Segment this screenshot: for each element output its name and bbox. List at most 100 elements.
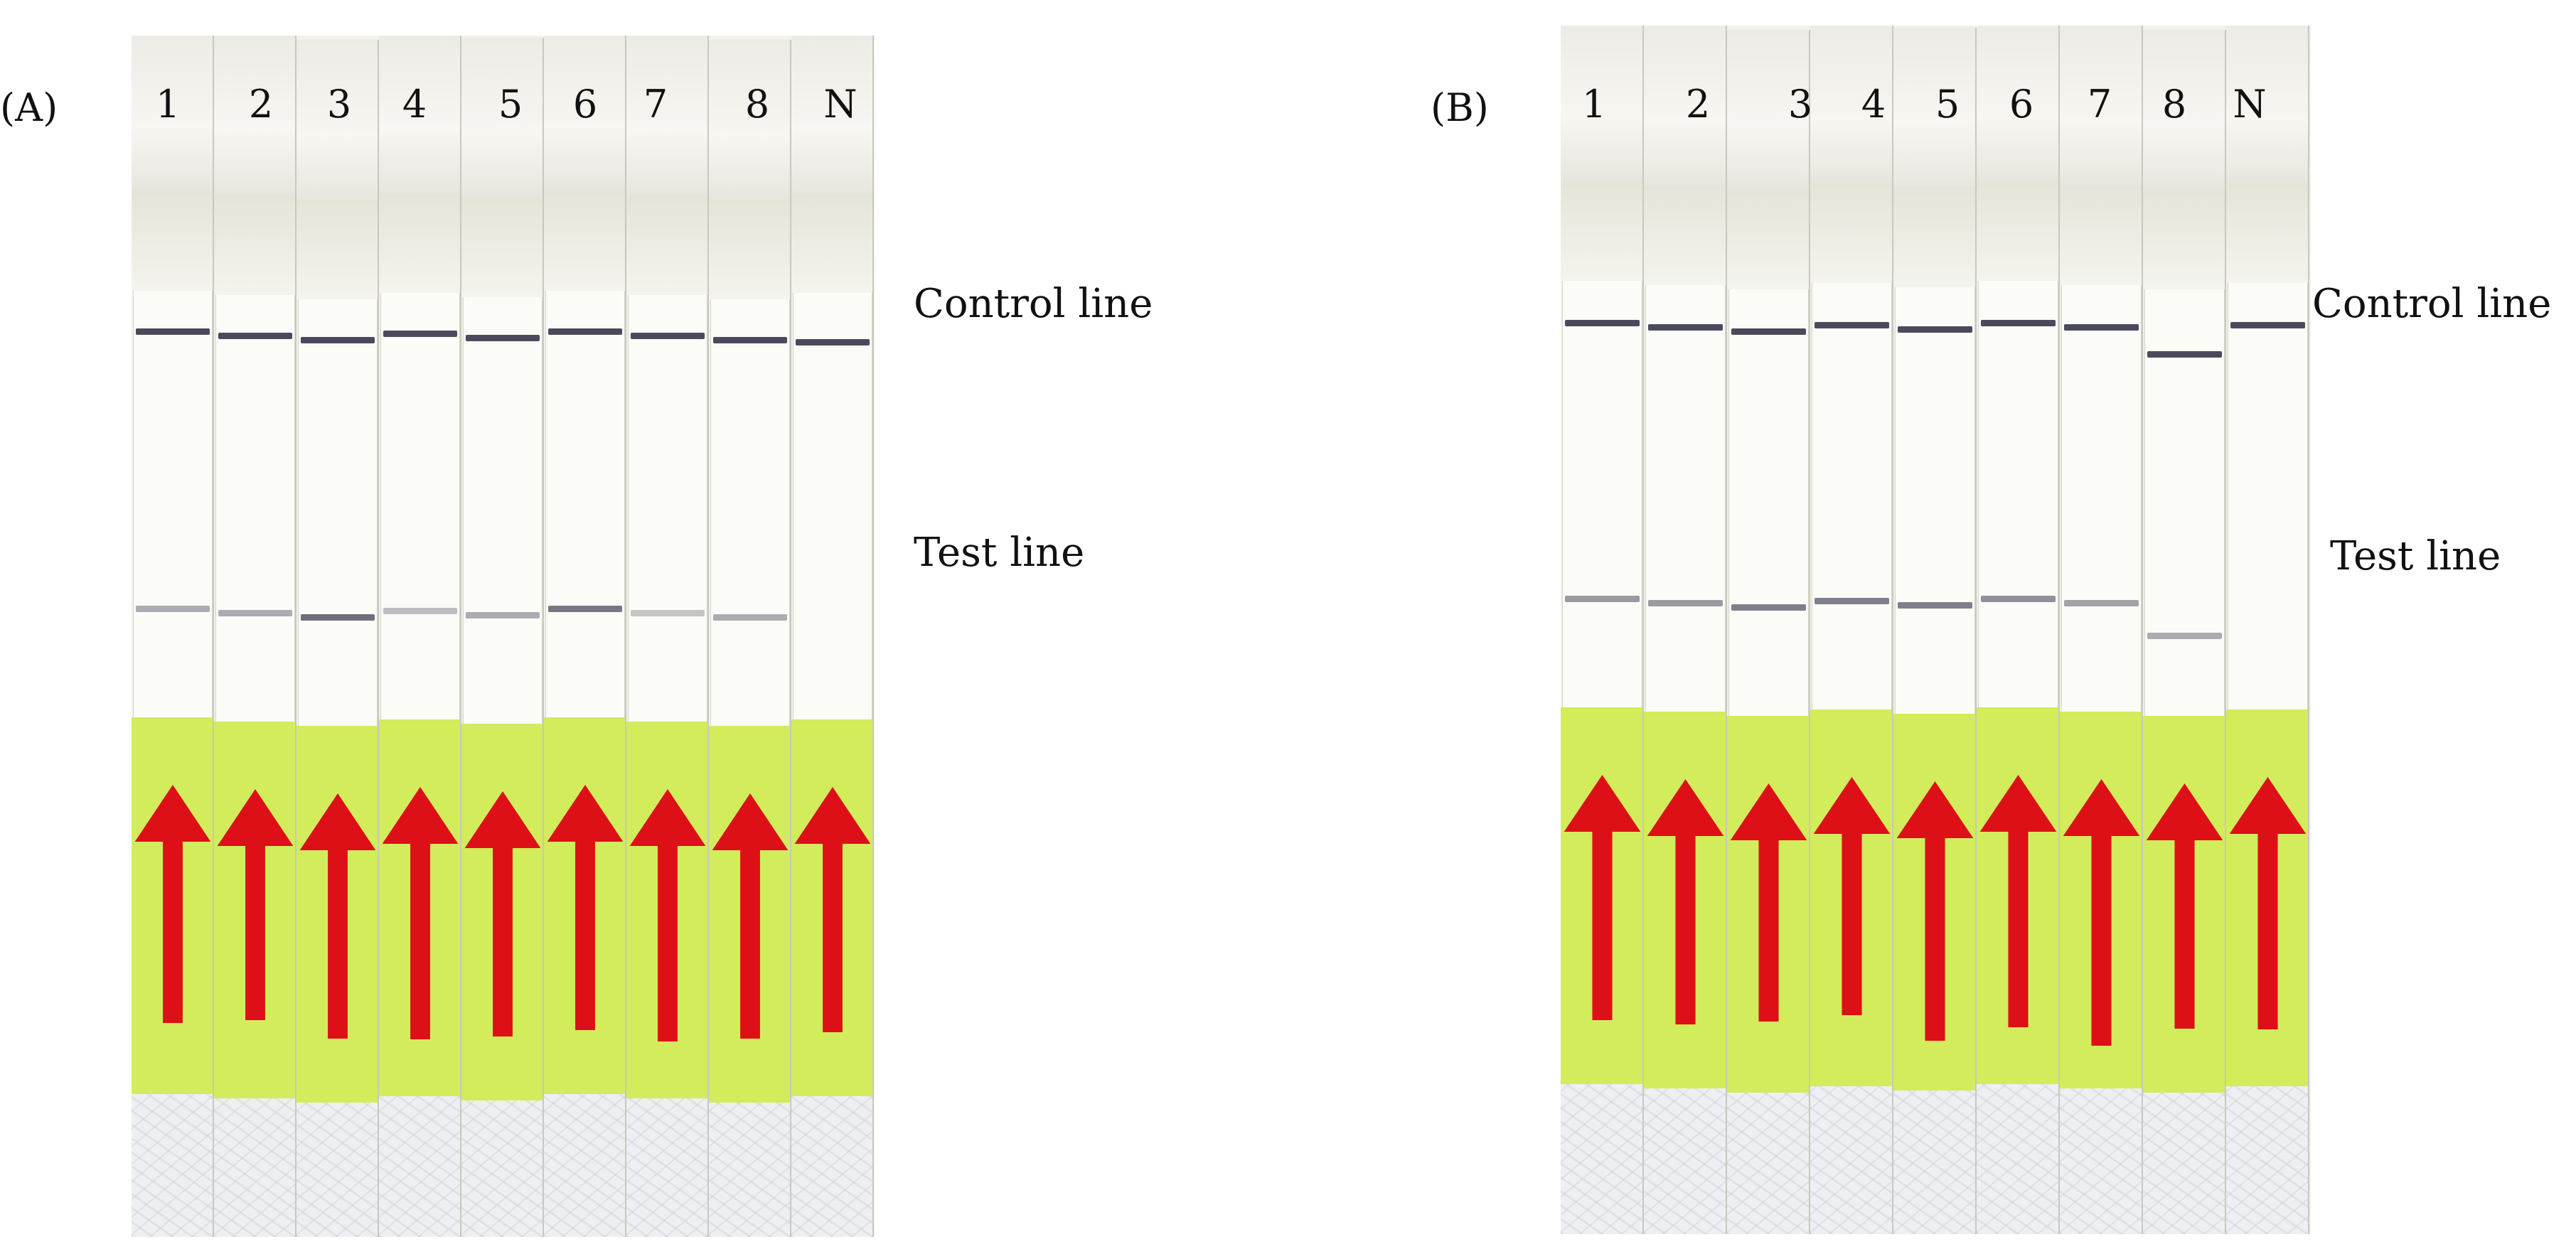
strip-housing [1561, 26, 1644, 181]
strip-housing [2060, 26, 2143, 186]
control-band [383, 331, 457, 337]
strip-housing [132, 36, 214, 191]
sample-pad [296, 726, 379, 1103]
conjugate-pad [1977, 1084, 2060, 1234]
test-band [1648, 600, 1723, 606]
sample-pad [2143, 716, 2226, 1093]
sample-pad [1977, 707, 2060, 1084]
arrow-icon [794, 787, 871, 1032]
arrow-icon [629, 789, 706, 1041]
conjugate-pad [2143, 1093, 2226, 1234]
strip-divider [2225, 30, 2226, 1234]
test-strip [1561, 26, 1644, 1234]
sample-pad [2226, 709, 2309, 1086]
control-band [1981, 320, 2056, 326]
strip-number: 5 [498, 82, 523, 127]
strip-housing [791, 36, 874, 193]
control-band [136, 328, 210, 335]
absorbent-pad [132, 191, 214, 291]
strip-number: N [2233, 82, 2267, 127]
control-band [466, 335, 540, 341]
control-line-label: Control line [2312, 281, 2552, 327]
strip-divider [2142, 26, 2143, 1234]
arrow-icon [1979, 775, 2057, 1027]
strip-number: N [823, 82, 857, 127]
strip-housing [1727, 30, 1810, 190]
test-strip [379, 36, 461, 1237]
absorbent-pad [709, 200, 791, 299]
test-strip [1893, 28, 1977, 1234]
absorbent-pad [2226, 183, 2309, 283]
strip-housing [296, 40, 379, 200]
conjugate-pad [791, 1096, 874, 1237]
sample-pad [1893, 714, 1977, 1091]
test-strip [2226, 26, 2309, 1234]
conjugate-pad [379, 1096, 461, 1237]
strip-housing [461, 38, 544, 198]
arrow-icon [217, 789, 294, 1020]
arrow-icon [382, 787, 459, 1039]
strip-divider [460, 36, 461, 1237]
test-strip [2060, 26, 2143, 1234]
strip-number: 8 [744, 82, 770, 127]
control-band [218, 333, 292, 339]
sample-pad [2060, 712, 2143, 1088]
test-strip [626, 36, 709, 1237]
absorbent-pad [626, 195, 709, 295]
sample-pad [1810, 709, 1893, 1086]
strip-divider [625, 36, 626, 1237]
conjugate-pad [1561, 1084, 1644, 1234]
membrane [1812, 283, 1892, 709]
control-band [796, 339, 870, 345]
control-band [2230, 322, 2305, 328]
sample-pad [1561, 707, 1644, 1084]
absorbent-pad [461, 198, 544, 297]
control-band [548, 328, 622, 335]
test-band [1731, 604, 1806, 611]
conjugate-pad [1727, 1093, 1810, 1234]
strip-housing [626, 36, 709, 195]
membrane [1895, 287, 1975, 714]
membrane [2228, 283, 2308, 709]
strip-housing [1977, 26, 2060, 181]
sample-pad [132, 717, 214, 1094]
strip-number: 5 [1935, 82, 1960, 127]
membrane [1978, 281, 2058, 707]
control-band [301, 337, 375, 343]
strip-number: 1 [155, 82, 181, 127]
test-band [1565, 596, 1640, 602]
strip-divider [872, 36, 874, 1237]
absorbent-pad [296, 200, 379, 299]
sample-pad [1644, 712, 1727, 1088]
sample-pad [791, 719, 874, 1096]
strip-housing [1893, 28, 1977, 188]
strip-photo [132, 36, 875, 1237]
sample-pad [544, 717, 626, 1094]
test-band [2064, 600, 2139, 606]
test-band [548, 606, 622, 612]
strip-divider [707, 36, 709, 1237]
sample-pad [379, 719, 461, 1096]
arrow-icon [299, 793, 376, 1039]
panel-label: (A) [0, 85, 58, 130]
sample-pad [1727, 716, 1810, 1093]
strip-divider [1642, 26, 1644, 1234]
absorbent-pad [1727, 190, 1810, 289]
membrane [2144, 289, 2225, 716]
conjugate-pad [296, 1103, 379, 1237]
test-line-label: Test line [2330, 533, 2501, 579]
test-strip [709, 40, 791, 1237]
strip-number: 6 [572, 82, 598, 127]
strip-divider [790, 40, 791, 1237]
strip-divider [1726, 26, 1727, 1234]
arrow-icon [1647, 779, 1724, 1024]
strip-housing [2143, 30, 2226, 190]
conjugate-pad [214, 1098, 296, 1237]
strip-housing [544, 36, 626, 191]
membrane [2061, 285, 2142, 712]
test-strip [2143, 30, 2226, 1234]
membrane [628, 295, 707, 722]
test-band [631, 610, 705, 616]
control-band [1731, 328, 1806, 335]
